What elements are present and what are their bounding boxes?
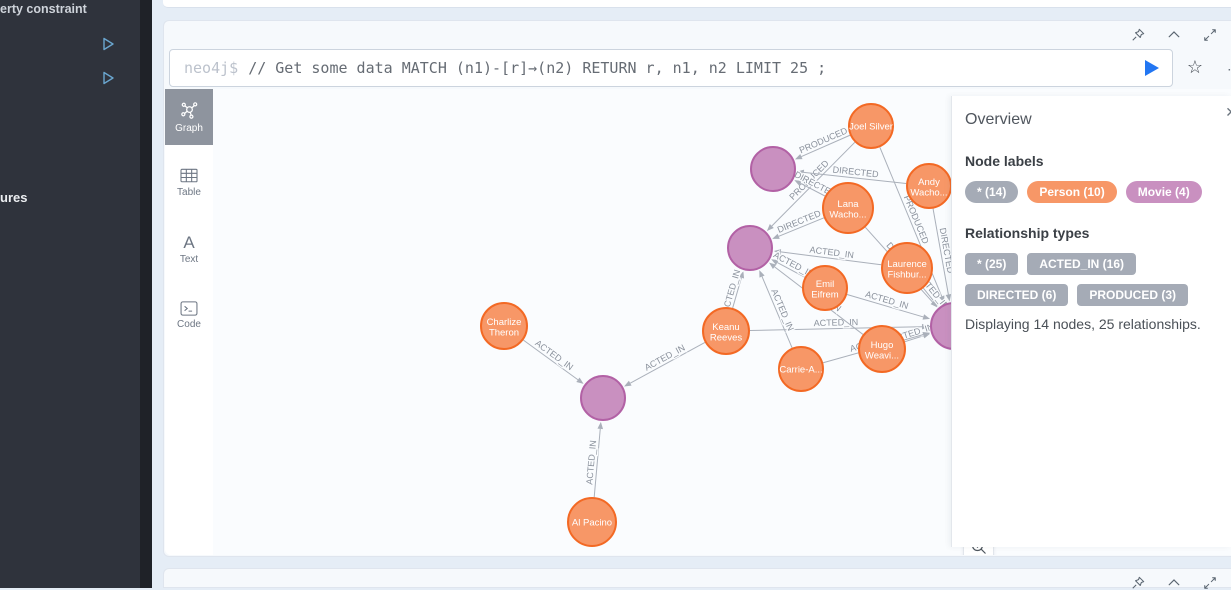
- graph-node-movie1[interactable]: [750, 146, 796, 192]
- sidebar-play-icon[interactable]: [100, 36, 116, 52]
- close-icon[interactable]: ✕: [1225, 104, 1231, 121]
- tab-graph-label: Graph: [175, 122, 203, 134]
- graph-node-movie2[interactable]: [727, 225, 773, 271]
- edge-label: ACTED_IN: [533, 338, 575, 372]
- sidebar-snippet-top: erty constraint: [0, 2, 87, 16]
- svg-text:Al Pacino: Al Pacino: [572, 518, 612, 529]
- pin-icon[interactable]: [1131, 28, 1145, 42]
- svg-text:Joel Silver: Joel Silver: [849, 122, 893, 133]
- tab-text[interactable]: A Text: [165, 221, 213, 277]
- relationship-pills: * (25) ACTED_IN (16) DIRECTED (6) PRODUC…: [965, 253, 1223, 306]
- edge-label: ACTED_IN: [809, 245, 854, 261]
- graph-edge-acted_in[interactable]: ACTED_IN: [523, 337, 584, 384]
- node-labels-heading: Node labels: [965, 153, 1044, 169]
- graph-edge-directed[interactable]: DIRECTED: [772, 207, 825, 239]
- overview-panel: Overview ✕ Node labels * (14) Person (10…: [951, 96, 1231, 547]
- result-summary: Displaying 14 nodes, 25 relationships.: [965, 316, 1201, 332]
- graph-edge-acted_in[interactable]: ACTED_IN: [624, 341, 706, 387]
- tab-text-label: Text: [179, 253, 199, 265]
- graph-edge-acted_in[interactable]: ACTED_IN: [846, 288, 931, 320]
- edge-label: ACTED_IN: [643, 343, 687, 373]
- editor-query-text: // Get some data MATCH (n1)-[r]→(n2) RET…: [248, 59, 827, 77]
- graph-node-movie4[interactable]: [580, 375, 626, 421]
- sidebar-play-icon[interactable]: [100, 70, 116, 86]
- run-query-icon[interactable]: [1141, 58, 1161, 78]
- overview-title: Overview: [965, 111, 1032, 128]
- svg-text:Carrie-A...: Carrie-A...: [779, 365, 822, 376]
- rel-pill-acted-in[interactable]: ACTED_IN (16): [1027, 253, 1137, 275]
- node-pill-movie[interactable]: Movie (4): [1125, 181, 1202, 203]
- rel-pill-all[interactable]: * (25): [965, 253, 1019, 275]
- rel-pill-directed[interactable]: DIRECTED (6): [965, 284, 1069, 306]
- graph-edge-directed[interactable]: DIRECTED: [796, 163, 907, 185]
- favorite-star-icon[interactable]: ☆: [1186, 57, 1203, 77]
- tab-table-label: Table: [177, 187, 201, 198]
- node-pill-all[interactable]: * (14): [965, 181, 1019, 203]
- viz-tab-column: Graph Table A Text Code: [165, 89, 213, 555]
- graph-edge-acted_in[interactable]: ACTED_IN: [583, 421, 604, 498]
- next-frame: [163, 568, 1231, 590]
- graph-node-alpacino[interactable]: Al Pacino: [567, 497, 617, 547]
- graph-edge-acted_in[interactable]: ACTED_IN: [759, 270, 797, 348]
- frame-controls: [1131, 28, 1217, 42]
- previous-frame-edge: [163, 0, 1231, 8]
- sidebar-divider: [140, 0, 152, 588]
- edge-label: PRODUCED: [798, 125, 850, 155]
- relationship-types-heading: Relationship types: [965, 225, 1090, 241]
- tab-code-label: Code: [177, 318, 201, 330]
- graph-visualization: PRODUCEDPRODUCEDPRODUCEDDIRECTEDDIRECTED…: [480, 103, 978, 547]
- tab-code[interactable]: Code: [165, 287, 213, 343]
- cypher-editor[interactable]: neo4j$ // Get some data MATCH (n1)-[r]→(…: [169, 49, 1173, 87]
- more-menu-icon[interactable]: ⋯: [1227, 61, 1231, 78]
- rel-pill-produced[interactable]: PRODUCED (3): [1077, 284, 1189, 306]
- editor-prompt: neo4j$: [184, 59, 239, 77]
- edge-label: ACTED_IN: [814, 317, 859, 328]
- graph-edge-acted_in[interactable]: ACTED_IN: [749, 316, 930, 331]
- left-sidebar: erty constraint ures: [0, 0, 140, 588]
- expand-icon[interactable]: [1203, 28, 1217, 42]
- collapse-icon[interactable]: [1167, 576, 1181, 590]
- collapse-icon[interactable]: [1167, 28, 1181, 42]
- text-a-icon: A: [183, 232, 195, 252]
- tab-table[interactable]: Table: [165, 155, 213, 211]
- graph-node-carrie[interactable]: Carrie-A...: [778, 346, 824, 392]
- node-pill-person[interactable]: Person (10): [1027, 181, 1117, 203]
- tab-graph[interactable]: Graph: [165, 89, 213, 145]
- edge-label: DIRECTED: [832, 165, 879, 180]
- graph-edge-produced[interactable]: PRODUCED: [794, 124, 851, 160]
- query-result-frame: neo4j$ // Get some data MATCH (n1)-[r]→(…: [163, 20, 1231, 557]
- graph-node-joel[interactable]: Joel Silver: [848, 103, 894, 149]
- node-label-pills: * (14) Person (10) Movie (4): [965, 181, 1223, 203]
- frame-controls: [1131, 576, 1217, 590]
- sidebar-snippet-bottom: ures: [0, 190, 28, 205]
